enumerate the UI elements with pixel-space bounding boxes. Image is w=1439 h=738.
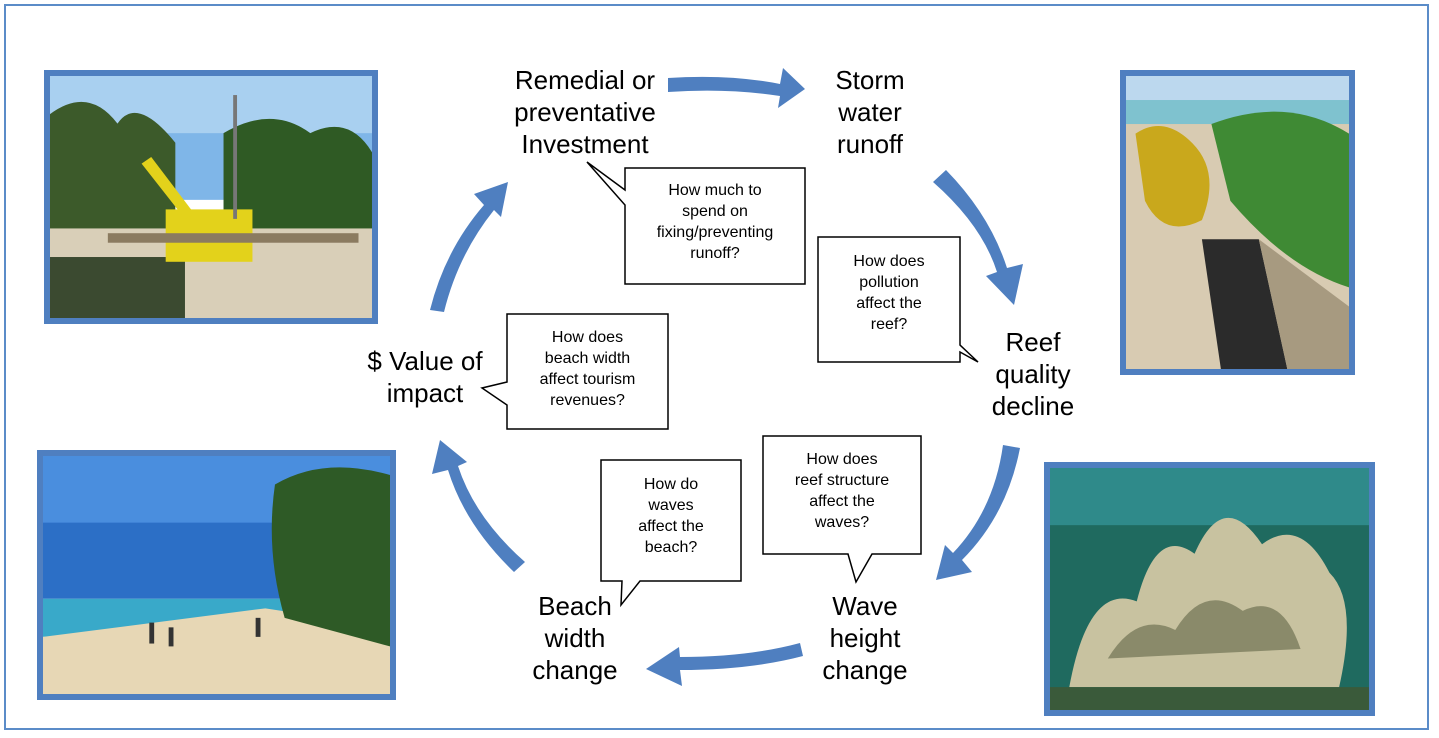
arrow-wave-to-beach — [646, 643, 803, 686]
callout-structure-text: How does reef structure affect the waves… — [794, 451, 890, 531]
callout-waves-text: How do waves affect the beach? — [638, 476, 704, 556]
coral-reef-photo — [1044, 462, 1375, 716]
arrow-investment-to-storm — [668, 68, 805, 108]
node-reef-quality: Reef quality decline — [991, 327, 1075, 421]
node-investment: Remedial or preventative Investment — [514, 65, 656, 159]
callout-spend — [586, 161, 806, 285]
node-storm-runoff: Storm water runoff — [835, 65, 905, 159]
arrow-beach-to-value — [432, 440, 525, 572]
node-wave-height: Wave height change — [822, 591, 908, 685]
callout-pollution-text: How does pollution affect the reef? — [853, 253, 925, 333]
construction-site-photo — [44, 70, 378, 324]
callout-waves — [600, 459, 742, 608]
node-beach-width: Beach width change — [532, 591, 618, 685]
node-value-of-impact: $ Value of impact — [367, 346, 483, 408]
arrow-value-to-investment — [430, 182, 508, 312]
beach-photo — [37, 450, 396, 700]
arrow-storm-to-reef — [933, 170, 1023, 305]
callout-structure — [762, 435, 922, 584]
callout-spend-text: How much to spend on fixing/preventing r… — [656, 182, 774, 262]
arrow-reef-to-wave — [936, 445, 1020, 580]
drainage-channel-photo — [1120, 70, 1355, 375]
callout-pollution — [817, 236, 979, 363]
callout-tourism-text: How does beach width affect tourism reve… — [539, 329, 636, 409]
callout-tourism — [480, 313, 669, 430]
